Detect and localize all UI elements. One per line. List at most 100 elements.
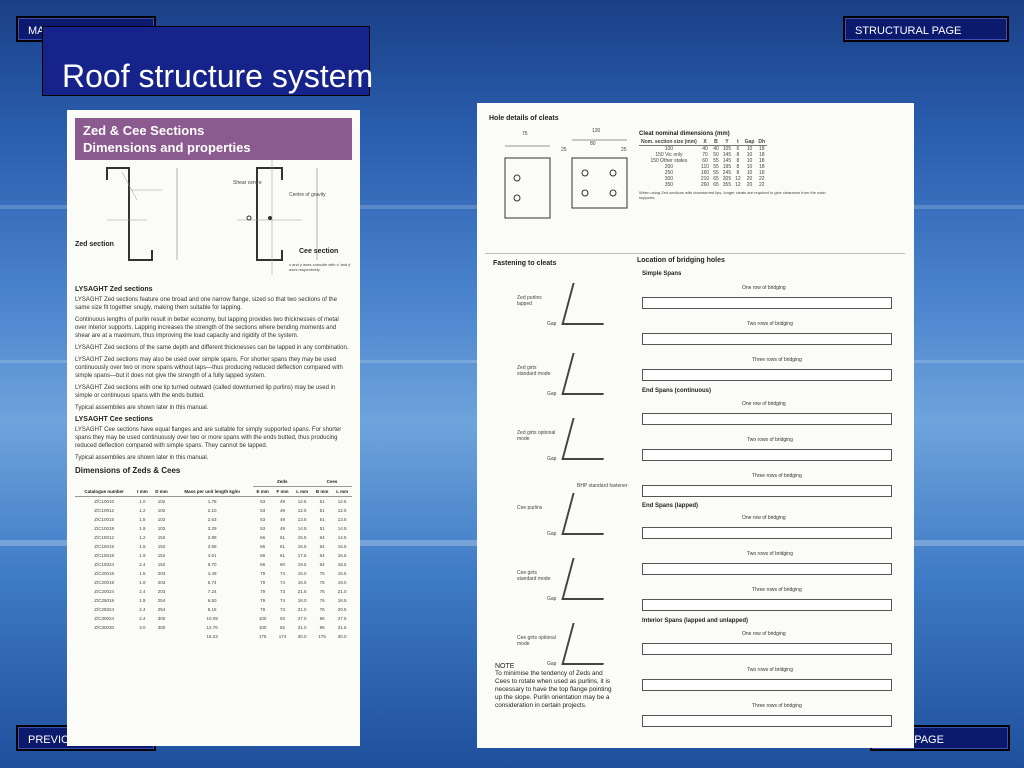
bridging-row-label: Two rows of bridging bbox=[747, 667, 793, 673]
bridging-row-label: Three rows of bridging bbox=[752, 703, 802, 709]
fastening-label: Cee purlins bbox=[517, 505, 543, 511]
table-cell: 19.0 bbox=[337, 580, 347, 585]
cleat-cell: 305 bbox=[722, 176, 732, 182]
table-cell: 74 bbox=[280, 580, 286, 585]
bridging-row-label: Three rows of bridging bbox=[752, 357, 802, 363]
bhp-fastener-label: BHP standard fastener bbox=[577, 483, 628, 489]
gap-label: Gap bbox=[547, 456, 557, 462]
table-cell: 12.5 bbox=[297, 508, 307, 513]
table-cell: 73 bbox=[280, 607, 286, 612]
hole-icon bbox=[581, 189, 589, 197]
cleat-cell: 150 Other states bbox=[650, 158, 688, 164]
table-cell: 2.10 bbox=[207, 508, 217, 513]
table-cell: 16.5 bbox=[297, 544, 307, 549]
table-column-header: B mm bbox=[311, 486, 333, 497]
fastening-heading: Fastening to cleats bbox=[493, 260, 557, 267]
dimension-25: 25 bbox=[561, 147, 567, 153]
purlin-beam bbox=[642, 413, 892, 425]
table-column-header: Catalogue number bbox=[75, 486, 134, 497]
table-cell: 12.5 bbox=[337, 499, 347, 504]
cleat-hole-drawings bbox=[504, 139, 628, 219]
table-cell: 1.5 bbox=[139, 571, 146, 576]
table-cell: 203 bbox=[157, 571, 166, 576]
cleat-cell: 22 bbox=[758, 182, 765, 188]
table-cell: 15.5 bbox=[337, 544, 347, 549]
table-cell: 3.59 bbox=[207, 544, 217, 549]
cleat-cell: 10 bbox=[746, 164, 753, 170]
cleat-cell: 18 bbox=[758, 164, 765, 170]
table-cell: 66 bbox=[260, 553, 266, 558]
gap-label: Gap bbox=[547, 391, 557, 397]
cleat-cell: 50 bbox=[713, 152, 719, 158]
table-cell: 74 bbox=[280, 571, 286, 576]
cee-paragraph: LYSAGHT Cee sections have equal flanges … bbox=[75, 427, 342, 449]
zed-axis-lines bbox=[107, 171, 162, 221]
table-cell: Z/C10019 bbox=[94, 526, 115, 531]
table-cell: 1.9 bbox=[139, 526, 146, 531]
cleat-cell: 20 bbox=[746, 182, 753, 188]
table-cell: 1.78 bbox=[207, 499, 217, 504]
table-cell bbox=[75, 632, 133, 641]
table-cell: Z/C20015 bbox=[94, 571, 115, 576]
table-cell: 5.70 bbox=[207, 562, 217, 567]
table-cell: 31.5 bbox=[337, 625, 347, 630]
table-cell: 61 bbox=[280, 535, 286, 540]
table-cell: 51 bbox=[319, 517, 325, 522]
hole-icon bbox=[513, 194, 521, 202]
zed-paragraph: LYSAGHT Zed sections feature one broad a… bbox=[75, 297, 337, 311]
fastening-label: Cee girts standard mode bbox=[517, 570, 551, 582]
table-cell: 18.5 bbox=[337, 598, 347, 603]
table-cell: 79 bbox=[260, 571, 266, 576]
note-block: NOTE To minimise the tendency of Zeds an… bbox=[495, 663, 617, 710]
structural-page-button[interactable]: STRUCTURAL PAGE bbox=[843, 16, 1009, 42]
cleat-cell: 210 bbox=[700, 176, 710, 182]
cleat-cell: 55 bbox=[713, 170, 719, 176]
table-column-header: L mm bbox=[292, 486, 312, 497]
axes-note: x and y axes coincide with x' and y' axe… bbox=[289, 262, 352, 272]
table-cell: 300 bbox=[157, 616, 166, 621]
cleat-cell: 12 bbox=[735, 182, 741, 188]
table-cell: 64 bbox=[319, 562, 325, 567]
cleat-side-view bbox=[504, 157, 551, 219]
table-cell: 12.5 bbox=[297, 499, 307, 504]
table-cell: 102 bbox=[157, 526, 166, 531]
table-cell: Z/C25019 bbox=[94, 598, 115, 603]
table-cell: 51 bbox=[319, 526, 325, 531]
table-cell: 1.2 bbox=[139, 535, 146, 540]
table-cell: 15.0 bbox=[297, 571, 307, 576]
cleat-column-header: B bbox=[711, 139, 721, 146]
cleats-bridging-document: Hole details of cleats 75 130 25 80 25 C… bbox=[477, 103, 914, 748]
shear-centre-label: Shear centre bbox=[233, 180, 262, 186]
cleat-fastening-drawing bbox=[561, 493, 615, 535]
table-cell: 31.0 bbox=[297, 625, 307, 630]
table-cell: 49 bbox=[280, 499, 286, 504]
cleat-fastening-drawing bbox=[561, 418, 615, 460]
table-cell: 18.0 bbox=[297, 598, 307, 603]
cleat-cell: 260 bbox=[700, 182, 710, 188]
gap-label: Gap bbox=[547, 596, 557, 602]
purlin-beam bbox=[642, 297, 892, 309]
table-cell: 152 bbox=[157, 553, 166, 558]
table-cell: 73 bbox=[280, 589, 286, 594]
cleat-fastening-drawing bbox=[561, 623, 615, 665]
cleat-cell: 18 bbox=[758, 158, 765, 164]
cleat-cell: 10 bbox=[746, 170, 753, 176]
cleat-cell: 195 bbox=[722, 164, 732, 170]
table-cell: 1.9 bbox=[139, 598, 146, 603]
cleat-column-header: Gap bbox=[742, 139, 757, 146]
cleat-cell: 8 bbox=[736, 152, 740, 158]
table-cell: 2.4 bbox=[139, 607, 146, 612]
cleat-cell: 22 bbox=[758, 176, 765, 182]
centre-of-gravity-icon bbox=[268, 216, 272, 220]
hole-icon bbox=[609, 189, 617, 197]
table-cell: 10.09 bbox=[206, 616, 218, 621]
zeds-group-header: Zeds bbox=[252, 477, 312, 487]
table-cell: 51 bbox=[319, 499, 325, 504]
purlin-beam bbox=[642, 679, 892, 691]
